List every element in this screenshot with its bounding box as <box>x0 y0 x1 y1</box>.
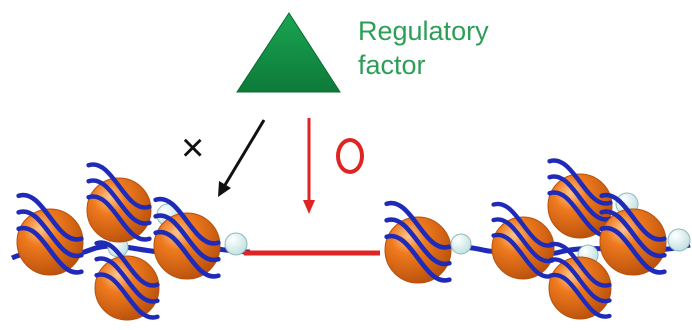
activation-arrow <box>303 118 315 214</box>
triangle-icon <box>236 12 341 93</box>
dna-wrap <box>153 196 221 246</box>
blocked-arrow <box>218 119 266 197</box>
dna-wrap <box>16 225 84 275</box>
linker-protein <box>224 232 248 256</box>
dna-wrap <box>599 225 667 275</box>
label-line-1: Regulatory <box>358 16 489 46</box>
open-nucleosome <box>384 200 472 284</box>
nucleosome <box>86 162 152 243</box>
dna-wrap <box>153 229 221 279</box>
dna-wrap <box>153 213 221 263</box>
dna-wrap <box>16 192 84 242</box>
condensed-chromatin-left <box>16 162 248 321</box>
nucleosome <box>548 241 612 320</box>
dna-wrap <box>548 272 612 319</box>
nucleosome <box>153 196 221 280</box>
nucleosome <box>599 192 667 276</box>
nucleosome <box>94 240 160 321</box>
dna-wrap <box>94 256 160 304</box>
label-line-2: factor <box>358 50 426 80</box>
linker-protein <box>450 233 472 255</box>
circle-icon <box>336 138 364 174</box>
dna-wrap <box>86 178 152 226</box>
dna-wrap <box>16 209 84 259</box>
cross-icon: × <box>181 126 205 170</box>
dna-wrap <box>384 217 452 267</box>
dna-wrap <box>599 209 667 259</box>
linker-protein <box>667 228 691 252</box>
dna-wrap <box>384 233 452 283</box>
regulatory-factor-label: Regulatory factor <box>358 14 489 82</box>
dna-wrap <box>86 162 152 210</box>
dna-wrap <box>94 240 160 288</box>
dna-wrap <box>491 217 555 264</box>
nucleosome <box>16 192 84 276</box>
dna-wrap <box>547 158 613 206</box>
dna-wrap <box>491 201 555 248</box>
dna-wrap <box>548 241 612 288</box>
nucleosome <box>384 200 452 284</box>
dna-wrap <box>94 272 160 320</box>
dna-wrap <box>384 200 452 250</box>
dna-wrap <box>548 257 612 304</box>
nucleosome <box>547 158 613 239</box>
dna-wrap <box>599 192 667 242</box>
dna-wrap <box>547 174 613 222</box>
dna-wrap <box>491 232 555 279</box>
nucleosome <box>491 201 555 280</box>
condensed-chromatin-right <box>491 158 691 320</box>
dna-wrap <box>86 194 152 242</box>
